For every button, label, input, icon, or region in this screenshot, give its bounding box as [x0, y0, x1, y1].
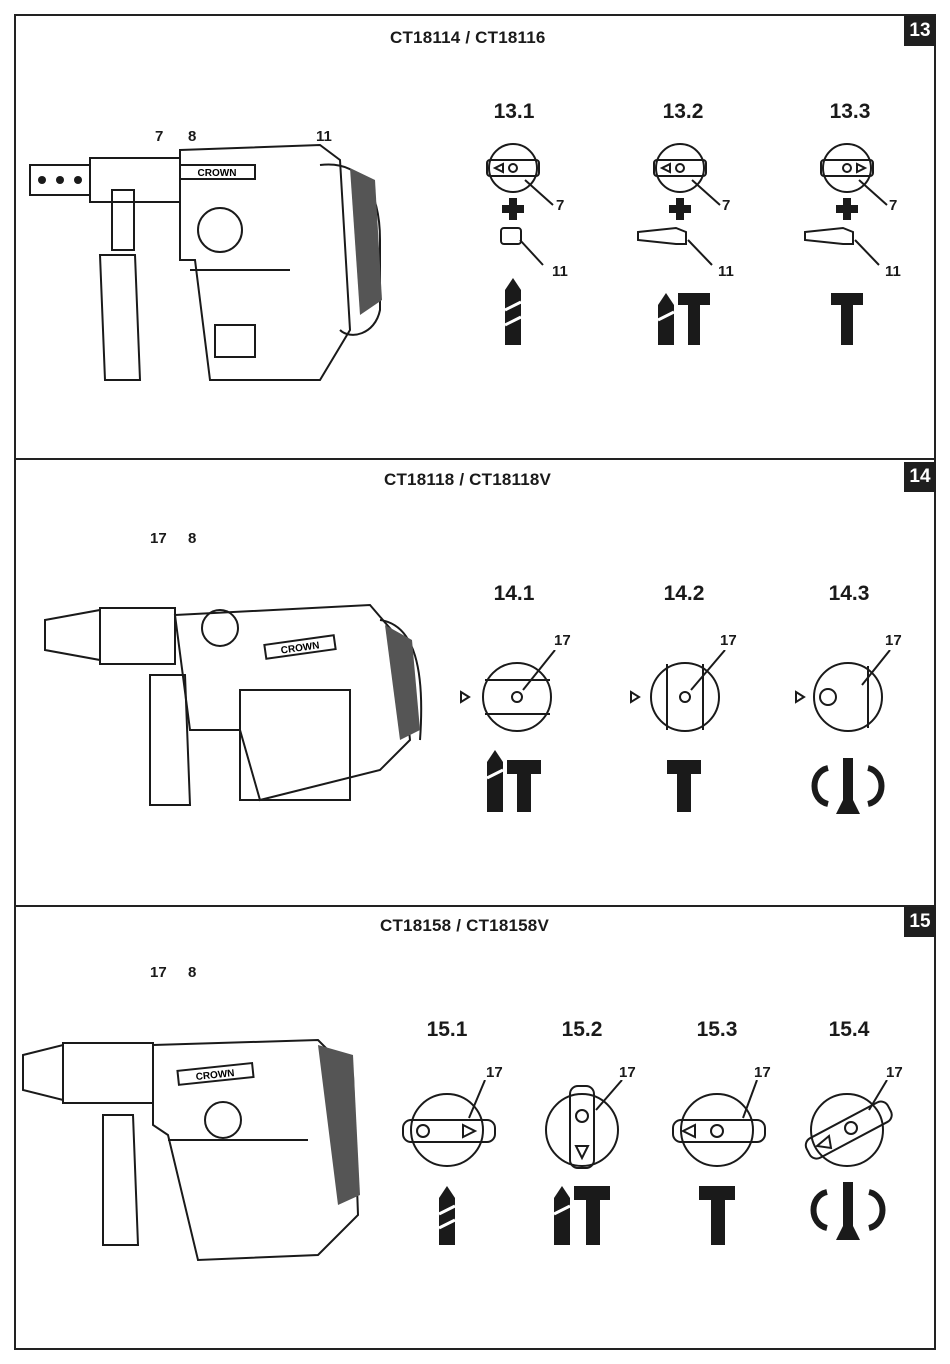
position-label: 15.2 [562, 1018, 603, 1042]
section-divider [14, 458, 936, 460]
position-label: 14.3 [829, 582, 870, 606]
selector-diagram [530, 1080, 650, 1250]
rotary-hammer-illustration: CROWN [18, 1015, 368, 1285]
brand-logo: CROWN [198, 168, 237, 179]
section-divider [14, 905, 936, 907]
selector-diagram [795, 1080, 915, 1250]
selector-diagram [395, 1080, 515, 1250]
position-callout: 7 [722, 197, 730, 214]
position-callout: 17 [754, 1064, 771, 1081]
selector-diagram [790, 650, 910, 820]
position-label: 13.2 [663, 100, 704, 124]
tool-callout: 11 [316, 128, 332, 145]
tool-callout: 17 [150, 964, 167, 981]
tool-callout: 8 [188, 128, 196, 145]
tool-callout: 8 [188, 530, 196, 547]
selector-diagram [795, 140, 915, 360]
selector-diagram [665, 1080, 785, 1250]
tool-callout: 17 [150, 530, 167, 547]
position-callout: 17 [885, 632, 902, 649]
selector-diagram [630, 140, 750, 360]
tool-callout: 7 [155, 128, 163, 145]
position-label: 13.3 [830, 100, 871, 124]
model-title: CT18158 / CT18158V [380, 916, 549, 936]
position-label: 13.1 [494, 100, 535, 124]
selector-diagram [455, 650, 575, 820]
position-label: 14.1 [494, 582, 535, 606]
tool-callout: 8 [188, 964, 196, 981]
model-title: CT18114 / CT18116 [390, 28, 546, 48]
position-callout: 11 [552, 263, 568, 280]
position-callout: 17 [886, 1064, 903, 1081]
position-label: 15.4 [829, 1018, 870, 1042]
position-callout: 17 [486, 1064, 503, 1081]
model-title: CT18118 / CT18118V [384, 470, 551, 490]
figure-badge: 13 [904, 16, 936, 46]
rotary-hammer-illustration: CROWN [40, 580, 430, 830]
position-callout: 17 [554, 632, 571, 649]
position-callout: 17 [619, 1064, 636, 1081]
rotary-hammer-illustration: CROWN [20, 120, 420, 400]
position-callout: 7 [556, 197, 564, 214]
position-callout: 7 [889, 197, 897, 214]
figure-badge: 14 [904, 462, 936, 492]
selector-diagram [625, 650, 745, 820]
position-label: 15.1 [427, 1018, 468, 1042]
position-label: 14.2 [664, 582, 705, 606]
figure-badge: 15 [904, 907, 936, 937]
selector-diagram [465, 140, 585, 360]
position-callout: 17 [720, 632, 737, 649]
position-callout: 11 [885, 263, 901, 280]
position-callout: 11 [718, 263, 734, 280]
position-label: 15.3 [697, 1018, 738, 1042]
